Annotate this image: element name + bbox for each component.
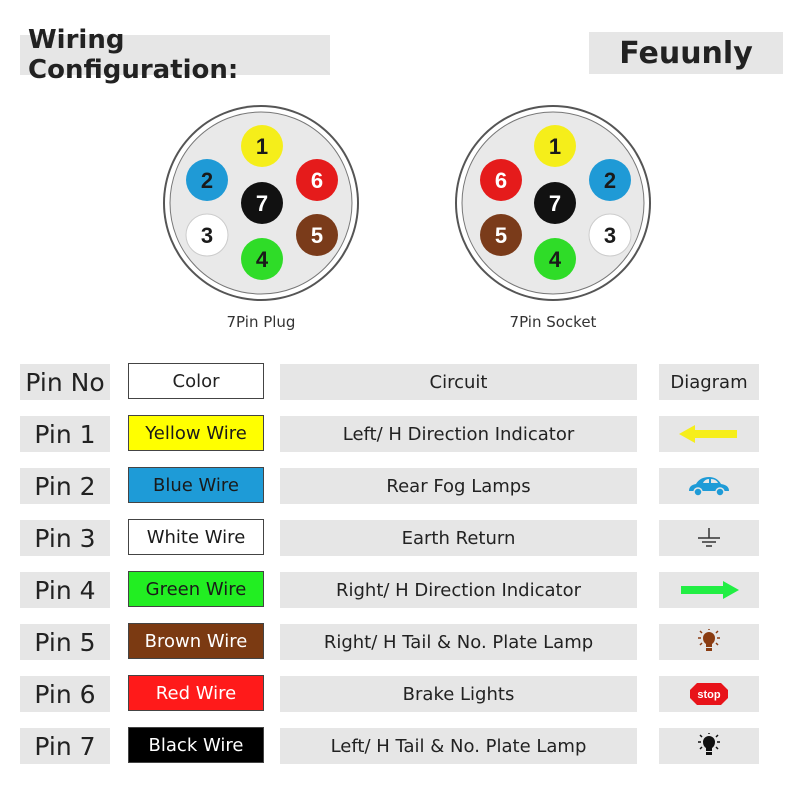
socket-pin: 1 xyxy=(534,125,576,167)
brand-name: Feuunly xyxy=(589,32,783,74)
pin-number: Pin 4 xyxy=(20,572,110,608)
wire-color-swatch: Red Wire xyxy=(128,675,264,711)
wire-color-swatch: Black Wire xyxy=(128,727,264,763)
pin-number: Pin 2 xyxy=(20,468,110,504)
svg-text:3: 3 xyxy=(201,223,213,248)
pin-number: Pin 7 xyxy=(20,728,110,764)
plug-pin: 5 xyxy=(296,214,338,256)
svg-text:3: 3 xyxy=(604,223,616,248)
table-row: Pin 2 Blue Wire Rear Fog Lamps xyxy=(20,467,760,504)
socket-pin: 4 xyxy=(534,238,576,280)
diagram-cell xyxy=(659,520,759,556)
brown-lamp-icon xyxy=(698,629,720,651)
plug-label: 7Pin Plug xyxy=(226,313,296,331)
circuit-name: Earth Return xyxy=(280,520,637,556)
plug-pin: 7 xyxy=(241,182,283,224)
left-arrow-icon xyxy=(679,425,737,443)
socket-connector: 1 6 2 7 5 3 4 xyxy=(455,105,651,301)
wire-color-swatch: Blue Wire xyxy=(128,467,264,503)
socket-pin: 3 xyxy=(588,213,632,257)
pin-number: Pin 1 xyxy=(20,416,110,452)
socket-pin: 7 xyxy=(534,182,576,224)
svg-text:6: 6 xyxy=(311,168,323,193)
svg-text:4: 4 xyxy=(256,247,269,272)
pin-number: Pin 3 xyxy=(20,520,110,556)
header-diagram: Diagram xyxy=(659,364,759,400)
stop-sign-text: stop xyxy=(697,689,721,701)
pin-number: Pin 6 xyxy=(20,676,110,712)
svg-text:1: 1 xyxy=(256,134,268,159)
table-row: Pin 5 Brown Wire Right/ H Tail & No. Pla… xyxy=(20,623,760,660)
table-row: Pin 1 Yellow Wire Left/ H Direction Indi… xyxy=(20,415,760,452)
svg-text:7: 7 xyxy=(549,191,561,216)
diagram-cell xyxy=(659,416,759,452)
diagram-cell xyxy=(659,572,759,608)
circuit-name: Left/ H Direction Indicator xyxy=(280,416,637,452)
diagram-cell xyxy=(659,728,759,764)
svg-text:2: 2 xyxy=(201,168,213,193)
table-row: Pin 4 Green Wire Right/ H Direction Indi… xyxy=(20,571,760,608)
circuit-name: Right/ H Direction Indicator xyxy=(280,572,637,608)
circuit-name: Left/ H Tail & No. Plate Lamp xyxy=(280,728,637,764)
svg-text:5: 5 xyxy=(311,223,323,248)
table-row: Pin 3 White Wire Earth Return xyxy=(20,519,760,556)
diagram-cell xyxy=(659,624,759,660)
svg-text:7: 7 xyxy=(256,191,268,216)
plug-pin: 2 xyxy=(186,159,228,201)
pin-number: Pin 5 xyxy=(20,624,110,660)
black-lamp-icon xyxy=(698,733,720,755)
header-pin-no: Pin No xyxy=(20,364,110,400)
svg-text:1: 1 xyxy=(549,134,561,159)
table-row: Pin 7 Black Wire Left/ H Tail & No. Plat… xyxy=(20,727,760,764)
circuit-name: Right/ H Tail & No. Plate Lamp xyxy=(280,624,637,660)
table-row: Pin 6 Red Wire Brake Lights stop xyxy=(20,675,760,712)
svg-text:5: 5 xyxy=(495,223,507,248)
svg-text:4: 4 xyxy=(549,247,562,272)
plug-pin: 4 xyxy=(241,238,283,280)
socket-label: 7Pin Socket xyxy=(509,313,597,331)
circuit-name: Brake Lights xyxy=(280,676,637,712)
socket-pin: 6 xyxy=(480,159,522,201)
diagram-cell: stop xyxy=(659,676,759,712)
right-arrow-icon xyxy=(681,581,739,599)
header-color: Color xyxy=(128,363,264,399)
ground-icon xyxy=(698,528,720,547)
table-header: Pin No Color Circuit Diagram xyxy=(20,363,760,400)
wire-color-swatch: Green Wire xyxy=(128,571,264,607)
svg-text:6: 6 xyxy=(495,168,507,193)
stop-sign-icon: stop xyxy=(690,683,728,705)
diagram-cell xyxy=(659,468,759,504)
wire-color-swatch: Yellow Wire xyxy=(128,415,264,451)
header-circuit: Circuit xyxy=(280,364,637,400)
wire-color-swatch: White Wire xyxy=(128,519,264,555)
svg-text:2: 2 xyxy=(604,168,616,193)
socket-pin: 2 xyxy=(589,159,631,201)
car-icon xyxy=(689,477,729,497)
plug-pin: 1 xyxy=(241,125,283,167)
plug-pin: 6 xyxy=(296,159,338,201)
socket-pin: 5 xyxy=(480,214,522,256)
plug-pin: 3 xyxy=(185,213,229,257)
page-title: Wiring Configuration: xyxy=(20,25,330,85)
circuit-name: Rear Fog Lamps xyxy=(280,468,637,504)
plug-connector: 1 2 3 4 5 6 7 xyxy=(163,105,359,301)
wire-color-swatch: Brown Wire xyxy=(128,623,264,659)
